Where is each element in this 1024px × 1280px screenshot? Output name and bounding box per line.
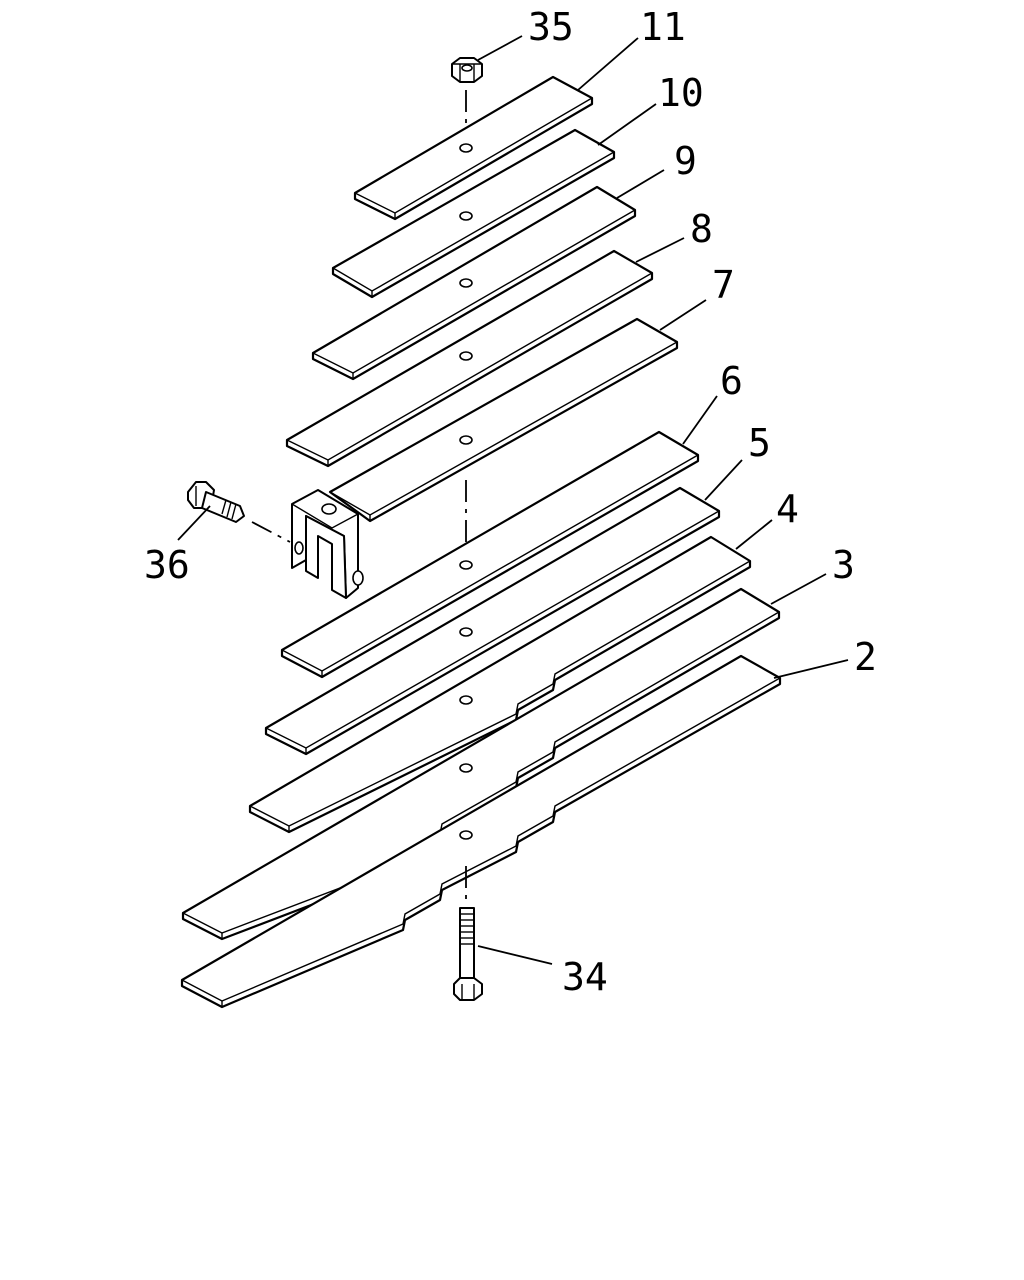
- callout-7: 7: [712, 263, 735, 307]
- spring-eye-bracket: [291, 489, 364, 599]
- callout-3: 3: [832, 543, 855, 587]
- leaf-7: [328, 317, 679, 523]
- callout-35: 35: [528, 5, 574, 49]
- leaf-11: [353, 75, 594, 221]
- leaf-4: [248, 535, 752, 834]
- leaf-6: [280, 430, 700, 679]
- nut-35: [451, 57, 483, 83]
- center-bolt-34: [453, 907, 483, 1001]
- callout-36: 36: [144, 543, 190, 587]
- callout-34: 34: [562, 955, 608, 999]
- callout-8: 8: [690, 207, 713, 251]
- callout-6: 6: [720, 359, 743, 403]
- callout-10: 10: [658, 71, 704, 115]
- callout-4: 4: [776, 487, 799, 531]
- leader-lines: [177, 35, 849, 965]
- bolt-36-axis: [251, 521, 291, 543]
- callout-5: 5: [748, 421, 771, 465]
- leaf-2: [180, 654, 782, 1009]
- leaf-8: [285, 249, 654, 468]
- bolt-36: [187, 481, 245, 523]
- callout-9: 9: [674, 139, 697, 183]
- leaf-10: [331, 128, 616, 299]
- leaf-9: [311, 185, 637, 381]
- callout-2: 2: [854, 635, 877, 679]
- callout-11: 11: [640, 5, 686, 49]
- leaf-5: [264, 486, 721, 756]
